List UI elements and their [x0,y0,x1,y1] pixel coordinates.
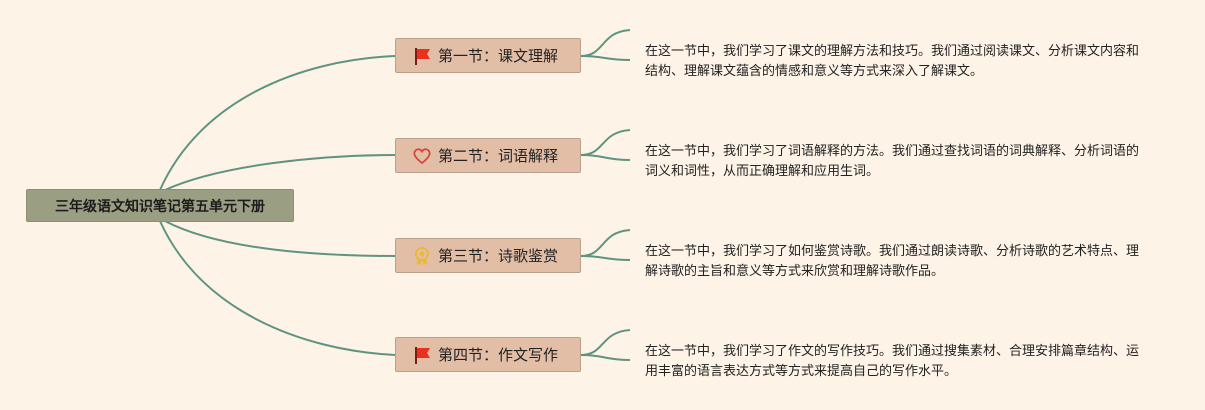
medal-icon [412,246,432,266]
section-topic-4-label: 第四节：作文写作 [438,346,559,364]
section-topic-3-label: 第三节：诗歌鉴赏 [438,247,559,265]
section-4-description: 在这一节中，我们学习了作文的写作技巧。我们通过搜集素材、合理安排篇章结构、运用丰… [645,344,1140,379]
connector-root-section-4 [159,220,396,356]
red-flag-icon [412,46,432,66]
connector-section-4-desc-b [580,354,631,361]
section-topic-2-label: 第二节：词语解释 [438,147,559,165]
red-flag-icon [412,345,432,365]
section-topic-1-label: 第一节：课文理解 [438,47,559,65]
section-1-description: 在这一节中，我们学习了课文的理解方法和技巧。我们通过阅读课文、分析课文内容和结构… [645,44,1140,79]
connector-section-4-desc [580,329,631,356]
root-topic[interactable]: 三年级语文知识笔记第五单元下册 [26,189,294,222]
connector-section-2-desc [580,129,631,156]
connector-root-section-2 [164,154,396,191]
connector-root-section-3 [164,220,396,257]
connector-root-section-1 [159,55,396,191]
connector-section-1-desc [580,29,631,57]
connector-section-3-desc-b [580,255,631,261]
section-topic-2[interactable]: 第二节：词语解释 [395,138,581,173]
section-topic-1[interactable]: 第一节：课文理解 [395,38,581,73]
section-3-description: 在这一节中，我们学习了如何鉴赏诗歌。我们通过朗读诗歌、分析诗歌的艺术特点、理解诗… [645,244,1140,279]
section-2-description: 在这一节中，我们学习了词语解释的方法。我们通过查找词语的词典解释、分析词语的词义… [645,144,1140,179]
section-topic-4[interactable]: 第四节：作文写作 [395,337,581,372]
root-topic-label: 三年级语文知识笔记第五单元下册 [55,198,265,215]
connector-section-2-desc-b [580,154,631,161]
connector-section-3-desc [580,229,631,257]
heart-icon [412,146,432,166]
section-topic-3[interactable]: 第三节：诗歌鉴赏 [395,238,581,273]
connector-section-1-desc-b [580,55,631,61]
